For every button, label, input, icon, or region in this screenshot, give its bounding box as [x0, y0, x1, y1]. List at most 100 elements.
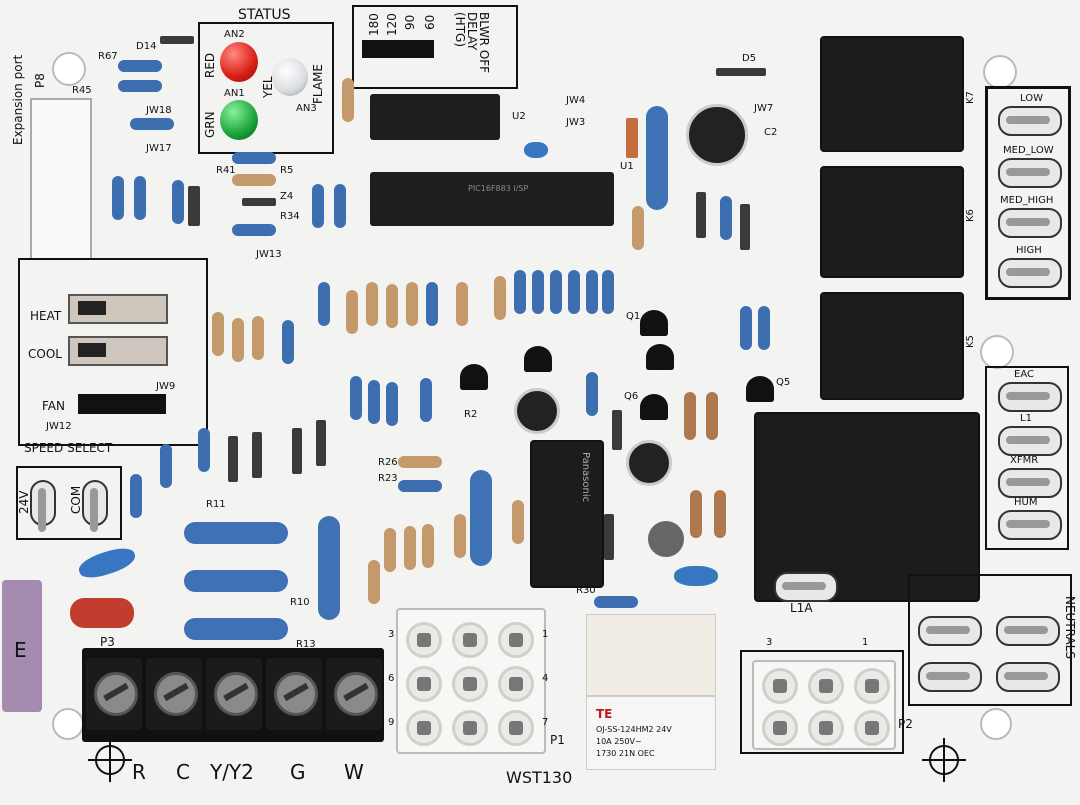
speed-select-label: SPEED SELECT [24, 441, 113, 455]
resistor [232, 174, 276, 186]
terminal-y-y2[interactable] [206, 658, 262, 730]
diode-d5 [716, 68, 766, 76]
resistor [532, 270, 544, 314]
p1-num-1: 1 [542, 629, 549, 640]
resistor [118, 60, 162, 72]
diode [316, 420, 326, 466]
panasonic-label: Panasonic [580, 452, 591, 503]
k5-label: K5 [965, 335, 976, 348]
com-terminal[interactable] [82, 480, 108, 526]
p2-num-3: 3 [766, 637, 773, 648]
heat-speed-switch[interactable] [68, 294, 168, 324]
fan-jumper-header[interactable] [78, 394, 166, 414]
te-brand-label: TE [596, 707, 613, 721]
hum-terminal[interactable] [998, 510, 1062, 540]
crosshair-mark [922, 738, 966, 782]
capacitor-c7 [514, 388, 560, 434]
resistor [160, 444, 172, 488]
p1-num-3: 3 [388, 629, 395, 640]
24v-terminal[interactable] [30, 480, 56, 526]
terminal-r[interactable] [86, 658, 142, 730]
an2-label: AN2 [224, 29, 245, 40]
ref-d5: D5 [742, 53, 757, 64]
neutral-terminal[interactable] [996, 616, 1060, 646]
neutral-terminal[interactable] [918, 616, 982, 646]
expansion-port-label: Expansion port [11, 54, 25, 145]
ref-r67: R67 [98, 51, 118, 62]
resistor [232, 152, 276, 164]
fuse[interactable] [2, 580, 42, 712]
terminal-g[interactable] [266, 658, 322, 730]
transistor-q5 [746, 376, 774, 402]
terminal-c[interactable] [146, 658, 202, 730]
terminal-g-label: G [290, 760, 306, 784]
blower-delay-jumper-header[interactable] [362, 40, 434, 58]
resistor [398, 480, 442, 492]
fan-high-terminal[interactable] [998, 258, 1062, 288]
l1a-terminal[interactable] [774, 572, 838, 602]
terminal-w[interactable] [326, 658, 382, 730]
p2-pin [762, 668, 798, 704]
neutral-terminal[interactable] [918, 662, 982, 692]
l1-terminal[interactable] [998, 426, 1062, 456]
p2-pin [762, 710, 798, 746]
ref-r34: R34 [280, 211, 300, 222]
relay-te-top [586, 614, 716, 696]
ref-q5: Q5 [776, 377, 791, 388]
p2-pin [854, 710, 890, 746]
p1-label: P1 [550, 733, 565, 747]
aux-terminals-frame [985, 366, 1069, 550]
l1a-label: L1A [790, 601, 813, 615]
resistor [184, 618, 288, 640]
xfmr-terminal[interactable] [998, 468, 1062, 498]
ref-z4: Z4 [280, 191, 294, 202]
ref-jw3: JW3 [566, 117, 586, 128]
p2-num-1: 1 [862, 637, 869, 648]
resistor [212, 312, 224, 356]
blower-delay-caption: BLWR OFF DELAY (HTG) [453, 12, 491, 74]
fan-medhigh-terminal[interactable] [998, 208, 1062, 238]
resistor [420, 378, 432, 422]
ic-u1-part-label: PIC16F883 I/SP [468, 184, 529, 193]
p1-pin [498, 710, 534, 746]
p1-pin [406, 710, 442, 746]
resistor [346, 290, 358, 334]
p2-pin [854, 668, 890, 704]
k6-label: K6 [965, 209, 976, 222]
ref-jw4: JW4 [566, 95, 586, 106]
neutrals-frame [908, 574, 1072, 706]
neutral-terminal[interactable] [996, 662, 1060, 692]
heat-label: HEAT [30, 309, 62, 323]
diode [188, 186, 200, 226]
fan-medlow-label: MED_LOW [1003, 145, 1054, 156]
fan-low-terminal[interactable] [998, 106, 1062, 136]
relay-main-power [754, 412, 980, 602]
mounting-hole [52, 708, 84, 740]
diode [604, 514, 614, 560]
resistor [406, 282, 418, 326]
relay-k7 [820, 36, 964, 152]
resistor [456, 282, 468, 326]
resistor [398, 456, 442, 468]
capacitor-c5 [626, 440, 672, 486]
transformer-terminals-frame [16, 466, 122, 540]
ic-u1-microcontroller [370, 172, 614, 226]
resistor [130, 118, 174, 130]
delay-60: 60 [423, 14, 437, 30]
fan-low-label: LOW [1020, 93, 1043, 104]
capacitor-c1 [70, 598, 134, 628]
diode [228, 436, 238, 482]
jw9-label: JW9 [156, 381, 176, 392]
red-led-label: RED [203, 52, 217, 78]
cool-speed-switch[interactable] [68, 336, 168, 366]
p1-pin [406, 666, 442, 702]
diode-d14 [160, 36, 194, 44]
eac-terminal[interactable] [998, 382, 1062, 412]
p3-label: P3 [100, 635, 115, 649]
ref-r23: R23 [378, 473, 398, 484]
resistor [184, 570, 288, 592]
expansion-port-connector[interactable] [30, 98, 92, 260]
fan-medlow-terminal[interactable] [998, 158, 1062, 188]
mounting-hole [983, 55, 1017, 89]
resistor [470, 470, 492, 566]
